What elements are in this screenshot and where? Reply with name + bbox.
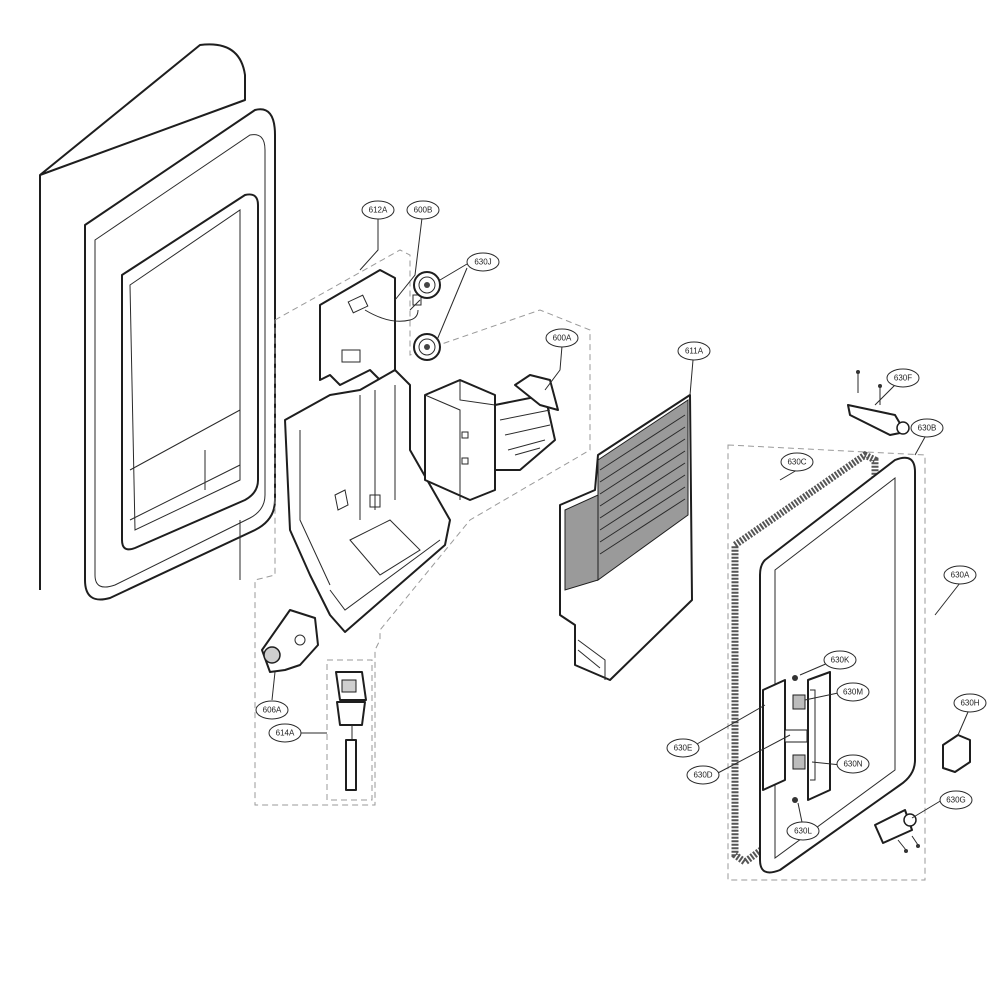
callout-630E: 630E [666, 738, 700, 758]
grommet-upper [413, 271, 441, 299]
callout-630G: 630G [939, 790, 973, 810]
callout-630M-label: 630M [843, 688, 863, 697]
solenoid-valve [261, 609, 319, 673]
callout-600A: 600A [545, 328, 579, 348]
refrigerator-door [39, 43, 276, 601]
grommet-lower [413, 333, 441, 361]
callout-612A-label: 612A [369, 206, 388, 215]
callout-630A: 630A [943, 565, 977, 585]
callout-630H-label: 630H [960, 699, 979, 708]
callout-630J: 630J [466, 252, 500, 272]
leader-lines [271, 217, 969, 828]
callout-600B: 600B [406, 200, 440, 220]
callout-630F: 630F [886, 368, 920, 388]
callout-630F-label: 630F [894, 374, 912, 383]
callout-600A-label: 600A [553, 334, 572, 343]
callout-612A: 612A [361, 200, 395, 220]
callout-630C-label: 630C [787, 458, 806, 467]
callout-600B-label: 600B [414, 206, 433, 215]
callout-630K-label: 630K [831, 656, 850, 665]
callout-630G-label: 630G [946, 796, 966, 805]
callout-630L: 630L [786, 821, 820, 841]
callout-630L-label: 630L [794, 827, 812, 836]
ice-maker-assembly [424, 374, 559, 501]
callout-614A: 614A [268, 723, 302, 743]
callout-606A-label: 606A [263, 706, 282, 715]
door-panel-boundary [727, 444, 926, 881]
lever-assembly [762, 671, 831, 803]
callout-630J-label: 630J [474, 258, 491, 267]
callout-614A-label: 614A [276, 729, 295, 738]
callout-630H: 630H [953, 693, 987, 713]
callout-606A: 606A [255, 700, 289, 720]
ice-bucket-housing [559, 394, 693, 681]
callout-630B: 630B [910, 418, 944, 438]
callout-611A: 611A [677, 341, 711, 361]
lower-hinge [874, 809, 920, 853]
heater-switch-group [326, 659, 373, 801]
callout-630A-label: 630A [951, 571, 970, 580]
callout-630N: 630N [836, 754, 870, 774]
callout-611A-label: 611A [685, 347, 704, 356]
dispenser-housing [284, 269, 451, 633]
callout-630K: 630K [823, 650, 857, 670]
callout-630B-label: 630B [918, 424, 937, 433]
dispenser-group-boundary [254, 249, 591, 806]
callout-630E-label: 630E [674, 744, 693, 753]
cap-block [942, 734, 971, 773]
callout-630D: 630D [686, 765, 720, 785]
callout-630C: 630C [780, 452, 814, 472]
hinge-bracket [847, 370, 910, 436]
callout-630D-label: 630D [693, 771, 712, 780]
callout-630N-label: 630N [843, 760, 862, 769]
callout-630M: 630M [836, 682, 870, 702]
